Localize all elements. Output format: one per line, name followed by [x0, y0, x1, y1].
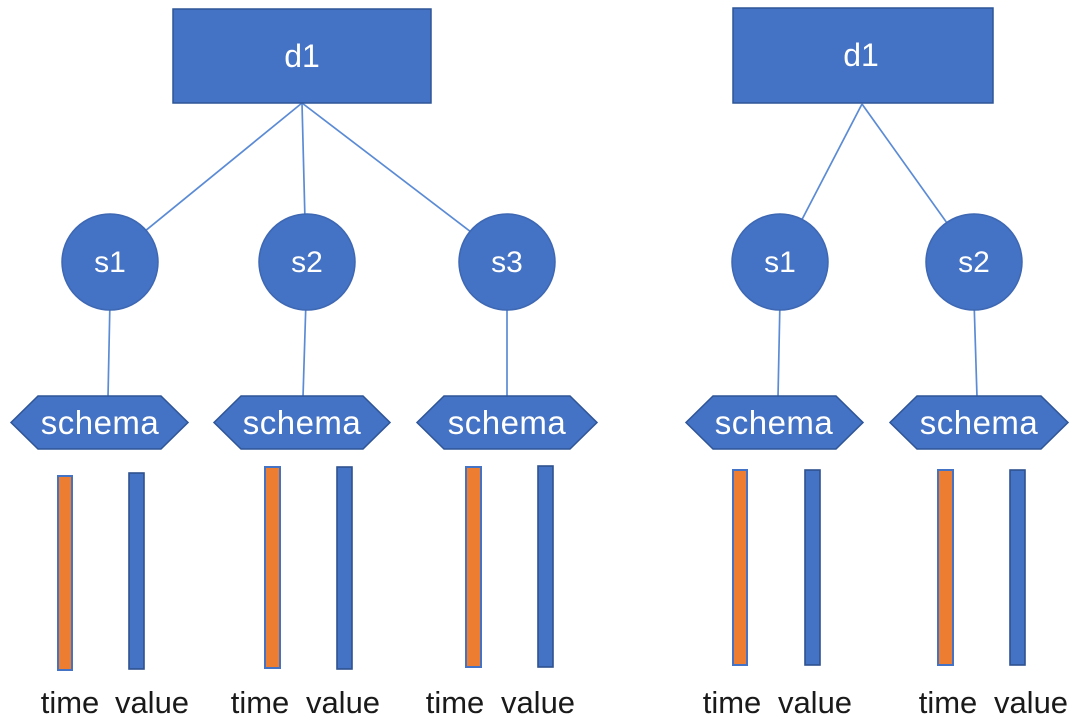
- database-node-label: d1: [284, 38, 320, 74]
- connector-line: [973, 299, 978, 398]
- sensor-node-label: s2: [291, 246, 323, 279]
- time-series-bar: [57, 475, 73, 671]
- sensor-node-label: s1: [764, 246, 796, 279]
- time-column-label: time: [41, 685, 100, 720]
- value-series-bar: [804, 469, 821, 666]
- time-series-bar: [937, 469, 954, 666]
- value-column-label: value: [501, 685, 575, 720]
- schema-node-label: schema: [715, 404, 834, 441]
- sensor-node-label: s3: [491, 246, 523, 279]
- time-column-label: time: [919, 685, 978, 720]
- sensor-node-label: s1: [94, 246, 126, 279]
- time-column-label: time: [231, 685, 290, 720]
- sensor-node-label: s2: [958, 246, 990, 279]
- sensor-node-s1-left: [61, 213, 159, 311]
- time-series-bar: [732, 469, 748, 666]
- database-node-left: [172, 8, 432, 104]
- value-series-bar: [537, 465, 554, 668]
- value-column-label: value: [306, 685, 380, 720]
- sensor-node-s2-left: [258, 213, 356, 311]
- database-node-label: d1: [843, 37, 879, 73]
- schema-node-label: schema: [243, 404, 362, 441]
- schema-node: [888, 395, 1070, 450]
- value-series-bar: [128, 472, 145, 670]
- left-tree: d1 s1 s2 s3 schema schema schema time va…: [9, 8, 599, 720]
- schema-node: [684, 395, 865, 450]
- time-series-bar: [264, 466, 281, 669]
- schema-node: [415, 395, 599, 450]
- schema-node: [9, 395, 190, 450]
- schema-node-label: schema: [448, 404, 567, 441]
- right-tree: d1 s1 s2 schema schema time value time v…: [684, 7, 1070, 720]
- value-column-label: value: [778, 685, 852, 720]
- sensor-node-s3-left: [458, 213, 556, 311]
- value-series-bar: [336, 466, 353, 670]
- schema-node-label: schema: [920, 404, 1039, 441]
- database-node-right: [732, 7, 994, 104]
- value-series-bar: [1009, 469, 1026, 666]
- connector-line: [302, 299, 307, 398]
- sensor-node-s1-right: [731, 213, 829, 311]
- schema-node-label: schema: [41, 404, 160, 441]
- connector-line: [777, 299, 781, 398]
- sensor-node-s2-right: [925, 213, 1023, 311]
- value-column-label: value: [115, 685, 189, 720]
- time-column-label: time: [426, 685, 485, 720]
- connector-line: [107, 299, 111, 398]
- schema-node: [212, 395, 392, 450]
- value-column-label: value: [994, 685, 1068, 720]
- time-series-bar: [465, 466, 482, 668]
- time-column-label: time: [703, 685, 762, 720]
